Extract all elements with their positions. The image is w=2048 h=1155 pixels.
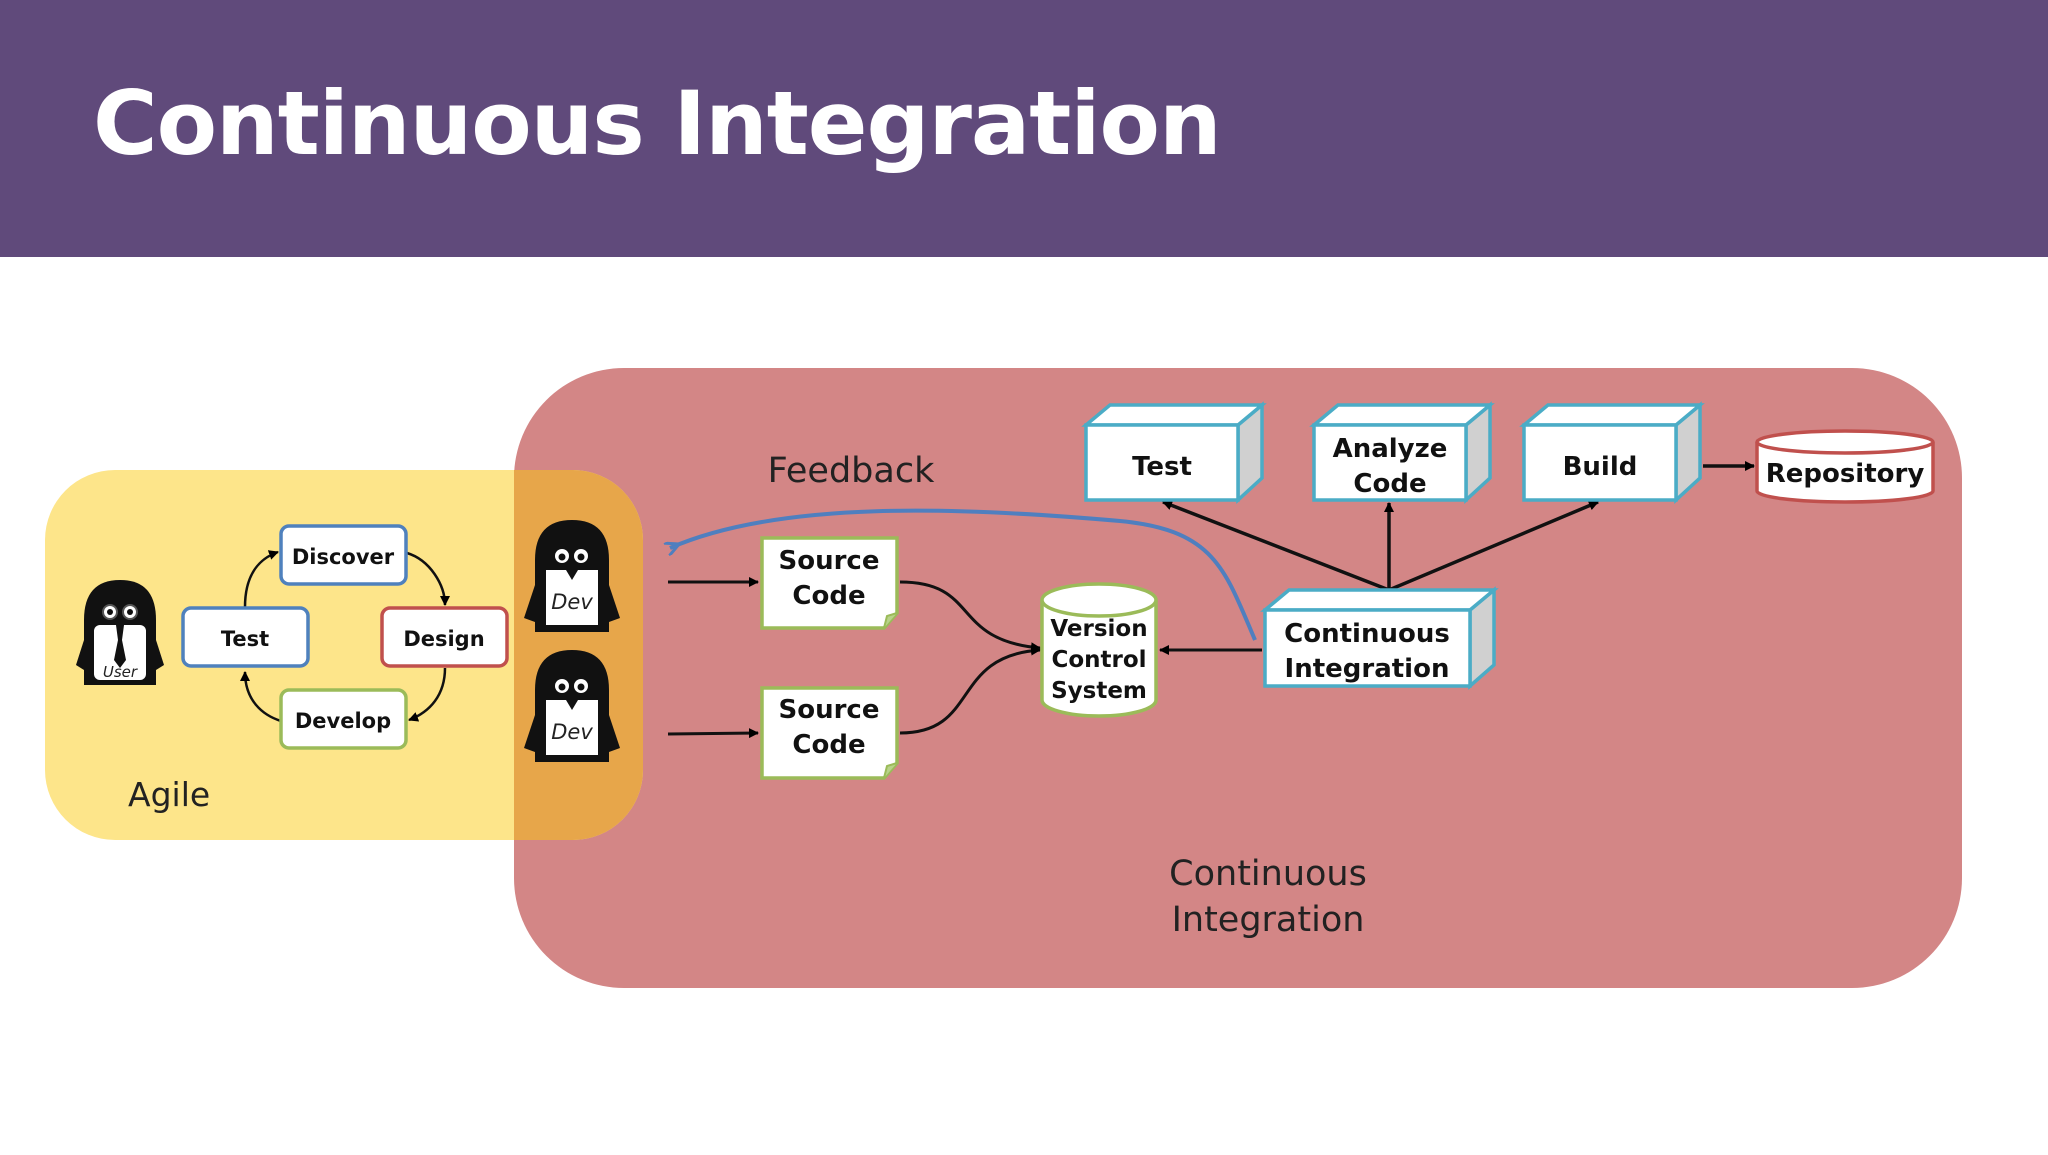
dev2-label: Dev	[551, 720, 593, 744]
source-code-doc-1: Source Code	[760, 536, 899, 630]
vcs-cylinder: Version Control System	[1040, 582, 1158, 718]
agile-region	[45, 470, 643, 840]
agile-cycle-arrows	[240, 550, 450, 723]
source-code-2-line1: Source	[779, 695, 880, 725]
source-code-2-line2: Code	[792, 730, 865, 760]
dev-penguin-icon-2: Dev	[524, 650, 620, 762]
develop-label: Develop	[295, 709, 391, 733]
repository-label: Repository	[1766, 459, 1925, 489]
develop-box: Develop	[279, 688, 408, 750]
test-cycle-box: Test	[181, 606, 310, 668]
ci-server-box: Continuous Integration	[1260, 586, 1499, 690]
feedback-label: Feedback	[768, 451, 935, 491]
build-stage-label: Build	[1563, 452, 1638, 482]
test-stage-box: Test	[1081, 401, 1267, 504]
discover-label: Discover	[292, 545, 395, 569]
source-code-doc-2: Source Code	[760, 686, 899, 780]
source-code-1-line1: Source	[779, 546, 880, 576]
ci-server-line1: Continuous	[1284, 619, 1450, 649]
build-stage-box: Build	[1519, 401, 1705, 504]
agile-label: Agile	[128, 775, 210, 814]
test-cycle-label: Test	[221, 627, 269, 651]
source-to-vcs-connectors	[899, 580, 1041, 735]
analyze-line2: Code	[1353, 469, 1426, 499]
source-code-1-line2: Code	[792, 581, 865, 611]
vcs-line3: System	[1051, 678, 1147, 704]
analyze-line1: Analyze	[1333, 434, 1448, 464]
ci-server-line2: Integration	[1285, 654, 1450, 684]
ci-to-stage-arrows	[1162, 500, 1599, 592]
test-stage-label: Test	[1132, 452, 1192, 482]
discover-box: Discover	[279, 524, 408, 586]
user-penguin-icon: User	[76, 580, 164, 685]
feedback-arrow	[670, 508, 1257, 641]
design-label: Design	[403, 627, 484, 651]
ci-region-label-line2: Integration	[1172, 900, 1365, 940]
page-title: Continuous Integration	[93, 72, 1222, 175]
vcs-line2: Control	[1051, 647, 1146, 673]
vcs-line1: Version	[1050, 616, 1147, 642]
design-box: Design	[380, 606, 509, 668]
dev-penguin-icon-1: Dev	[524, 520, 620, 632]
dev-to-source-arrows	[667, 577, 759, 739]
analyze-code-box: Analyze Code	[1309, 401, 1495, 504]
ci-region	[514, 368, 1962, 988]
title-bar	[0, 0, 2048, 257]
user-label: User	[103, 663, 138, 681]
ci-region-label-line1: Continuous	[1169, 854, 1367, 894]
repository-cylinder: Repository	[1755, 429, 1935, 504]
dev1-label: Dev	[551, 590, 593, 614]
